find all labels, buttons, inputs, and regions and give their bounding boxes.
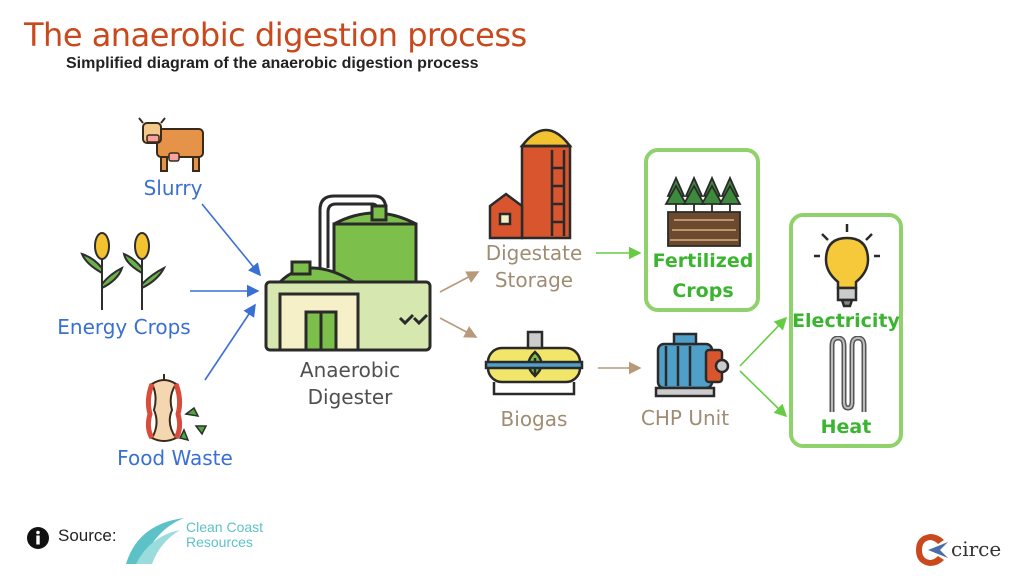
heat-label: Heat [820, 416, 872, 438]
page-subtitle: Simplified diagram of the anaerobic dige… [66, 55, 479, 72]
digester-label: Anaerobic Digester [280, 357, 420, 411]
circe-logo-icon [916, 534, 948, 566]
circe-brand-text: circe [951, 537, 1002, 561]
input-arrows [190, 203, 262, 381]
digestate-label-line1: Digestate [485, 241, 583, 265]
arrow-chp-to-heat [739, 370, 788, 418]
clean-coast-logo-text: Clean Coast Resources [186, 520, 263, 550]
arrow-digester-to-biogas [439, 317, 478, 338]
fertilized-crops-icon [664, 175, 742, 247]
digester-label-line2: Digester [307, 385, 393, 409]
clean-coast-line1: Clean Coast [186, 519, 264, 535]
chp-unit-icon [654, 332, 730, 398]
digestate-label-line2: Storage [494, 268, 574, 292]
page-title: The anaerobic digestion process [24, 16, 527, 54]
info-icon [27, 527, 49, 549]
process-arrows [439, 271, 642, 375]
source-label: Source: [58, 526, 117, 545]
corn-icon [80, 232, 167, 310]
chp-unit-label: CHP Unit [640, 406, 730, 430]
fertilized-label-line2: Crops [672, 280, 734, 302]
food-waste-icon [145, 374, 208, 442]
clean-coast-line2: Resources [186, 534, 253, 550]
energy-output-frame [789, 213, 903, 448]
electricity-label: Electricity [792, 310, 900, 332]
biogas-label: Biogas [500, 407, 568, 431]
light-bulb-icon [814, 224, 880, 308]
input-label-slurry: Slurry [143, 176, 203, 200]
arrow-digester-to-storage [439, 271, 480, 293]
biogas-tank-icon [484, 330, 584, 396]
arrow-food-to-digester [204, 303, 256, 381]
digester-icon [264, 194, 432, 352]
fertilized-frame [644, 148, 760, 312]
digester-label-line1: Anaerobic [299, 358, 401, 382]
silo-icon [488, 128, 573, 240]
clean-coast-logo-icon [126, 518, 184, 564]
input-label-food-waste: Food Waste [117, 446, 233, 470]
fertilized-crops-label: Fertilized Crops [648, 246, 758, 306]
input-label-energy-crops: Energy Crops [57, 315, 191, 339]
arrow-slurry-to-digester [201, 203, 262, 277]
output-arrows [596, 246, 788, 418]
heating-element-icon [829, 336, 867, 412]
fertilized-label-line1: Fertilized [652, 250, 754, 272]
digestate-storage-label: Digestate Storage [474, 240, 594, 294]
arrow-chp-to-electricity [739, 316, 788, 367]
cow-icon [138, 117, 204, 172]
